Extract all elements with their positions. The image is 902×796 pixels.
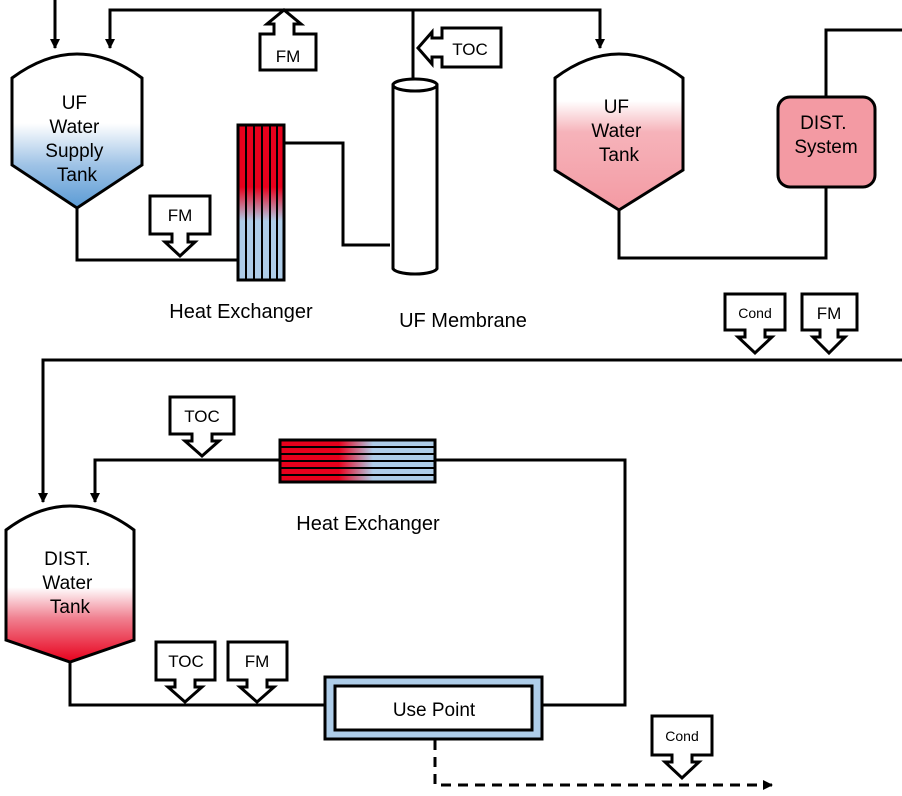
heat-exchanger-bottom	[278, 438, 437, 484]
fm-mid-label: FM	[817, 304, 842, 323]
cond-drain-label: Cond	[665, 728, 698, 744]
toc-loop-label: TOC	[184, 407, 220, 426]
uf-tank-to-dist-pipe	[617, 187, 828, 260]
dist-system-shape	[776, 95, 877, 189]
loop-return-pipe	[93, 458, 280, 502]
dist-water-tank-shape	[4, 504, 136, 664]
heat-exchanger-bottom-label: Heat Exchanger	[296, 513, 440, 535]
fm-supply-sensor: FM	[148, 194, 212, 259]
dist-water-tank-label: DIST. Water Tank	[42, 549, 97, 618]
toc-loop-callout	[168, 395, 236, 459]
fm-top-sensor: FM	[258, 8, 318, 72]
heat-exchanger-top	[236, 123, 286, 282]
uf-membrane	[391, 77, 439, 276]
supply-to-hx-pipe	[75, 207, 238, 262]
toc-bottom-label: TOC	[168, 652, 204, 671]
toc-top-callout	[416, 26, 503, 69]
uf-supply-tank-shape	[10, 52, 144, 210]
cond-drain-sensor: Cond	[650, 714, 714, 781]
top-header-pipe	[108, 8, 602, 48]
toc-top-label: TOC	[452, 40, 488, 59]
dist-tank-to-use-point-pipe	[68, 660, 325, 707]
toc-top-sensor: TOC	[416, 26, 503, 69]
fm-top-callout	[258, 8, 318, 72]
use-point-inner	[333, 684, 534, 732]
uf-supply-tank-label: UF Water Supply Tank	[45, 93, 108, 186]
piping	[38, 0, 902, 790]
dist-system-label: DIST. System	[794, 113, 857, 158]
toc-loop-sensor: TOC	[168, 395, 236, 459]
loop-right-pipe	[435, 458, 627, 707]
cond-mid-label: Cond	[738, 305, 771, 321]
uf-water-tank-shape	[553, 52, 685, 212]
uf-supply-tank: UF Water Supply Tank	[10, 52, 144, 210]
use-point-label: Use Point	[393, 700, 476, 721]
cond-mid-sensor: Cond	[723, 292, 787, 356]
use-point: Use Point	[323, 675, 544, 741]
dist-water-tank: DIST. Water Tank	[4, 504, 136, 664]
uf-water-tank-label: UF Water Tank	[591, 97, 646, 166]
dist-header-pipe	[41, 358, 902, 500]
dist-system: DIST. System	[776, 95, 877, 189]
uf-membrane-label: UF Membrane	[399, 310, 527, 332]
toc-bottom-callout	[154, 640, 217, 705]
fm-bottom-sensor: FM	[226, 640, 289, 705]
cond-drain-callout	[650, 714, 714, 781]
drain-pipe	[433, 740, 773, 790]
fm-supply-callout	[148, 194, 212, 259]
fm-mid-callout	[800, 292, 859, 356]
fm-supply-label: FM	[168, 206, 193, 225]
dist-system-outlet-pipe	[824, 28, 902, 97]
toc-bottom-sensor: TOC	[154, 640, 217, 705]
uf-membrane-top	[391, 77, 439, 93]
fm-bottom-callout	[226, 640, 289, 705]
fm-top-label: FM	[276, 47, 301, 66]
uf-water-tank: UF Water Tank	[553, 52, 685, 212]
cond-mid-callout	[723, 292, 787, 356]
heat-exchanger-top-label: Heat Exchanger	[169, 301, 313, 323]
fm-mid-sensor: FM	[800, 292, 859, 356]
hx-to-membrane-pipe	[284, 141, 390, 247]
fm-bottom-label: FM	[245, 652, 270, 671]
